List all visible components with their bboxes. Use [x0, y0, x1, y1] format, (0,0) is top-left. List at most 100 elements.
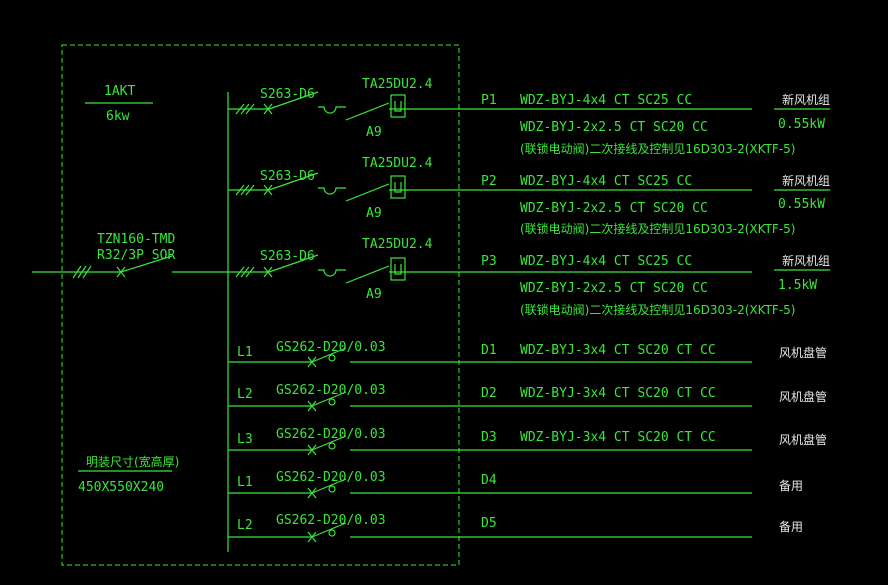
cable-spec: WDZ-BYJ-4x4 CT SC25 CC	[520, 254, 692, 269]
rcd-indicator	[328, 442, 336, 450]
branch-circuit-d3: L3 GS262-D20/0.03 D3 WDZ-BYJ-3x4 CT SC20…	[237, 427, 827, 447]
main-breaker-rating: R32/3P SOR	[97, 248, 175, 263]
breaker-model: GS262-D20/0.03	[276, 427, 386, 442]
load-power: 1.5kW	[778, 278, 817, 293]
thermal-relay-element	[394, 101, 402, 112]
motor-circuit-p2: S263-D6 TA25DU2.4 A9 P2 WDZ-BYJ-4x4 CT S…	[260, 156, 830, 236]
phase-tick	[240, 266, 250, 278]
phase-tick	[235, 266, 245, 278]
load-name: 新风机组	[782, 92, 830, 107]
motor-feeder-3	[228, 254, 752, 284]
load-name: 风机盘管	[779, 389, 827, 404]
breaker-blade	[311, 478, 347, 494]
load-power: 0.55kW	[778, 197, 825, 212]
breaker-model: GS262-D20/0.03	[276, 470, 386, 485]
branch-circuit-d4: L1 GS262-D20/0.03 D4 备用	[237, 470, 803, 493]
breaker-trip-arc	[318, 106, 346, 114]
cable-spec: WDZ-BYJ-4x4 CT SC25 CC	[520, 174, 692, 189]
contactor-model: A9	[366, 287, 382, 302]
breaker-model: S263-D6	[260, 87, 315, 102]
circuit-id: D2	[481, 386, 497, 401]
load-power: 0.55kW	[778, 117, 825, 132]
branch-feeder-4	[228, 478, 752, 499]
circuit-id: P2	[481, 174, 497, 189]
breaker-blade	[311, 435, 347, 451]
circuit-id: D1	[481, 343, 497, 358]
phase-label: L1	[237, 345, 253, 360]
relay-model: TA25DU2.4	[362, 237, 433, 252]
load-name: 新风机组	[782, 173, 830, 188]
motor-feeder-1	[228, 91, 752, 121]
breaker-blade	[268, 91, 319, 110]
motor-circuit-p1: S263-D6 TA25DU2.4 A9 P1 WDZ-BYJ-4x4 CT S…	[260, 77, 830, 156]
load-name: 备用	[779, 479, 803, 493]
phase-tick	[240, 184, 250, 196]
breaker-model: GS262-D20/0.03	[276, 383, 386, 398]
motor-circuit-p3: S263-D6 TA25DU2.4 A9 P3 WDZ-BYJ-4x4 CT S…	[260, 237, 830, 317]
branch-circuit-d1: L1 GS262-D20/0.03 D1 WDZ-BYJ-3x4 CT SC20…	[237, 340, 827, 360]
contactor-model: A9	[366, 125, 382, 140]
load-name: 风机盘管	[779, 345, 827, 360]
control-cable-spec: WDZ-BYJ-2x2.5 CT SC20 CC	[520, 281, 708, 296]
breaker-cross	[263, 103, 273, 115]
control-note: (联锁电动阀)二次接线及控制见16D303-2(XKTF-5)	[520, 221, 795, 236]
panel-name: 1AKT	[104, 84, 135, 99]
phase-tick	[245, 184, 255, 196]
load-name: 风机盘管	[779, 432, 827, 447]
circuit-id: D5	[481, 516, 497, 531]
phase-tick	[240, 103, 250, 115]
panel-size-value: 450X550X240	[78, 480, 164, 495]
breaker-cross	[263, 184, 273, 196]
relay-model: TA25DU2.4	[362, 77, 433, 92]
control-note: (联锁电动阀)二次接线及控制见16D303-2(XKTF-5)	[520, 302, 795, 317]
breaker-blade	[311, 522, 347, 538]
cable-spec: WDZ-BYJ-3x4 CT SC20 CT CC	[520, 430, 716, 445]
thermal-relay-box	[390, 257, 406, 281]
circuit-id: D3	[481, 430, 497, 445]
phase-label: L2	[237, 387, 253, 402]
breaker-model: S263-D6	[260, 249, 315, 264]
branch-feeder-1	[228, 347, 752, 368]
branch-circuit-d5: L2 GS262-D20/0.03 D5 备用	[237, 513, 803, 534]
phase-label: L1	[237, 475, 253, 490]
control-cable-spec: WDZ-BYJ-2x2.5 CT SC20 CC	[520, 201, 708, 216]
branch-feeder-5	[228, 522, 752, 543]
breaker-blade	[268, 172, 319, 191]
main-breaker-model: TZN160-TMD	[97, 232, 175, 247]
breaker-trip-arc	[318, 269, 346, 277]
contactor-blade	[345, 102, 390, 121]
control-note: (联锁电动阀)二次接线及控制见16D303-2(XKTF-5)	[520, 141, 795, 156]
thermal-relay-element	[394, 182, 402, 193]
branch-feeder-3	[228, 435, 752, 456]
cable-spec: WDZ-BYJ-4x4 CT SC25 CC	[520, 93, 692, 108]
rcd-indicator	[328, 398, 336, 406]
circuit-id: P1	[481, 93, 497, 108]
breaker-cross	[263, 266, 273, 278]
motor-circuit-wiring	[228, 91, 752, 284]
contactor-blade	[345, 265, 390, 284]
breaker-blade	[311, 347, 347, 363]
rcd-indicator	[328, 485, 336, 493]
phase-label: L3	[237, 432, 253, 447]
breaker-model: GS262-D20/0.03	[276, 513, 386, 528]
breaker-model: GS262-D20/0.03	[276, 340, 386, 355]
motor-feeder-2	[228, 172, 752, 202]
thermal-relay-box	[390, 94, 406, 118]
phase-label: L2	[237, 518, 253, 533]
panel-power: 6kw	[106, 109, 130, 124]
phase-tick	[245, 103, 255, 115]
breaker-model: S263-D6	[260, 169, 315, 184]
branch-circuit-d2: L2 GS262-D20/0.03 D2 WDZ-BYJ-3x4 CT SC20…	[237, 383, 827, 404]
load-name: 备用	[779, 520, 803, 534]
phase-tick	[235, 103, 245, 115]
contactor-blade	[345, 183, 390, 202]
breaker-blade	[311, 391, 347, 407]
contactor-model: A9	[366, 206, 382, 221]
cable-spec: WDZ-BYJ-3x4 CT SC20 CT CC	[520, 386, 716, 401]
breaker-trip-arc	[318, 187, 346, 195]
circuit-id: D4	[481, 473, 497, 488]
panel-boundary	[61, 44, 460, 566]
rcd-indicator	[328, 354, 336, 362]
thermal-relay-element	[394, 264, 402, 275]
